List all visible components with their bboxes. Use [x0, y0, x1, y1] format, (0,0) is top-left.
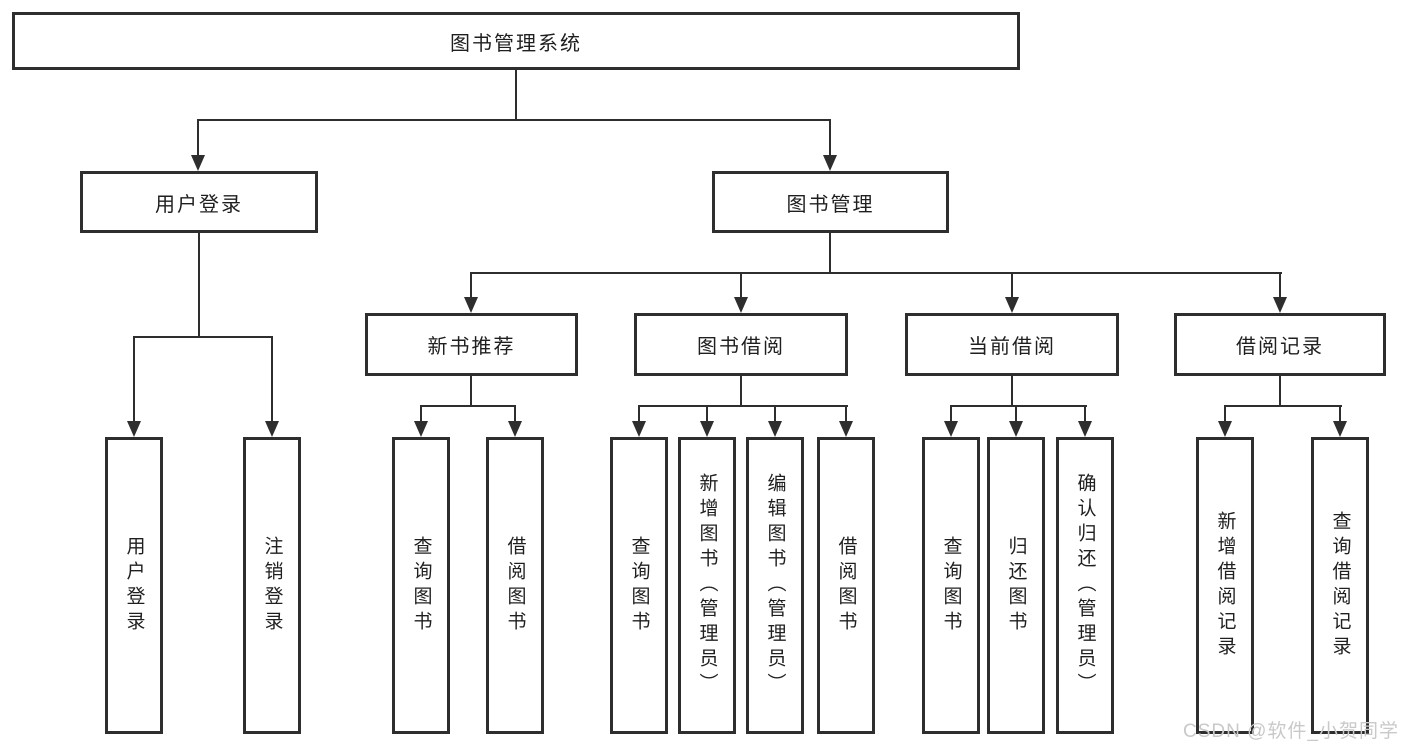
arrowhead-to-book-borrow	[734, 297, 748, 313]
leaf-borrow-edit-book-label: 编辑图书（管理员）	[764, 473, 786, 698]
arrowhead-to-leaf-bb-edit	[768, 421, 782, 437]
leaf-borrow-edit-book: 编辑图书（管理员）	[746, 437, 804, 734]
node-root-system-label: 图书管理系统	[450, 32, 582, 55]
arrowhead-to-leaf-br-add	[1218, 421, 1232, 437]
node-user-login: 用户登录	[80, 171, 318, 233]
connector-to-leaf-user-login	[133, 336, 135, 424]
arrowhead-to-leaf-cb-confirm	[1078, 421, 1092, 437]
arrowhead-to-leaf-cb-query	[944, 421, 958, 437]
connector-to-leaf-cb-confirm	[1084, 405, 1086, 424]
arrowhead-to-leaf-bb-borrow	[839, 421, 853, 437]
leaf-borrow-borrow-book: 借阅图书	[817, 437, 875, 734]
node-book-management: 图书管理	[712, 171, 949, 233]
connector-to-leaf-bb-add	[706, 405, 708, 424]
leaf-records-query-record: 查询借阅记录	[1311, 437, 1369, 734]
node-current-borrow-label: 当前借阅	[968, 336, 1056, 358]
leaf-borrow-add-book-label: 新增图书（管理员）	[696, 473, 718, 698]
leaf-borrow-add-book: 新增图书（管理员）	[678, 437, 736, 734]
connector-to-leaf-rec-borrow	[514, 405, 516, 424]
arrowhead-to-book-management	[823, 155, 837, 171]
node-book-management-label: 图书管理	[786, 193, 875, 216]
arrowhead-to-leaf-cb-return	[1009, 421, 1023, 437]
connector-bookmgmt-rail	[470, 272, 1282, 274]
node-borrow-records-label: 借阅记录	[1236, 336, 1324, 358]
connector-recommend-rail	[420, 405, 516, 407]
connector-root-to-bookmgmt	[829, 119, 831, 157]
connector-to-leaf-bb-edit	[774, 405, 776, 424]
arrowhead-to-leaf-br-query	[1333, 421, 1347, 437]
leaf-records-add-record: 新增借阅记录	[1196, 437, 1254, 734]
leaf-recommend-query-book-label: 查询图书	[410, 535, 432, 636]
node-root-system: 图书管理系统	[12, 12, 1020, 70]
connector-bookborrow-rail	[638, 405, 848, 407]
connector-to-borrow-records	[1279, 272, 1281, 301]
connector-root-to-userlogin	[197, 119, 199, 157]
leaf-logout: 注销登录	[243, 437, 301, 734]
connector-bookmgmt-stem	[829, 233, 831, 274]
leaf-recommend-borrow-book-label: 借阅图书	[504, 535, 526, 636]
connector-records-rail	[1224, 405, 1342, 407]
connector-currentborrow-rail	[950, 405, 1087, 407]
csdn-watermark: CSDN @软件_小贺同学	[1183, 721, 1399, 742]
leaf-current-query-book: 查询图书	[922, 437, 980, 734]
leaf-borrow-query-book: 查询图书	[610, 437, 668, 734]
node-new-book-recommend-label: 新书推荐	[427, 336, 516, 358]
arrowhead-to-leaf-user-login	[127, 421, 141, 437]
connector-to-current-borrow	[1011, 272, 1013, 301]
arrowhead-to-leaf-bb-add	[700, 421, 714, 437]
connector-userlogin-rail	[133, 336, 273, 338]
leaf-borrow-query-book-label: 查询图书	[628, 535, 650, 636]
connector-to-leaf-bb-borrow	[845, 405, 847, 424]
leaf-current-query-book-label: 查询图书	[940, 535, 962, 636]
arrowhead-to-borrow-records	[1273, 297, 1287, 313]
leaf-recommend-borrow-book: 借阅图书	[486, 437, 544, 734]
leaf-user-login: 用户登录	[105, 437, 163, 734]
arrowhead-to-new-book-recommend	[464, 297, 478, 313]
connector-recommend-stem	[470, 376, 472, 407]
leaf-records-add-record-label: 新增借阅记录	[1214, 510, 1236, 661]
connector-to-book-borrow	[740, 272, 742, 301]
node-new-book-recommend: 新书推荐	[365, 313, 578, 376]
connector-bookborrow-stem	[740, 376, 742, 407]
leaf-current-confirm-return: 确认归还（管理员）	[1056, 437, 1114, 734]
node-current-borrow: 当前借阅	[905, 313, 1119, 376]
connector-to-leaf-bb-query	[638, 405, 640, 424]
leaf-user-login-label: 用户登录	[123, 535, 145, 636]
node-borrow-records: 借阅记录	[1174, 313, 1386, 376]
leaf-recommend-query-book: 查询图书	[392, 437, 450, 734]
leaf-current-confirm-return-label: 确认归还（管理员）	[1074, 473, 1096, 698]
leaf-logout-label: 注销登录	[261, 535, 283, 636]
arrowhead-to-leaf-bb-query	[632, 421, 646, 437]
leaf-current-return-book: 归还图书	[987, 437, 1045, 734]
leaf-current-return-book-label: 归还图书	[1005, 535, 1027, 636]
node-book-borrow: 图书借阅	[634, 313, 848, 376]
connector-to-leaf-cb-return	[1015, 405, 1017, 424]
arrowhead-to-leaf-rec-query	[414, 421, 428, 437]
leaf-records-query-record-label: 查询借阅记录	[1329, 510, 1351, 661]
connector-to-new-book-recommend	[470, 272, 472, 301]
connector-userlogin-stem	[198, 233, 200, 338]
arrowhead-to-user-login	[191, 155, 205, 171]
connector-to-leaf-cb-query	[950, 405, 952, 424]
connector-records-stem	[1279, 376, 1281, 407]
connector-to-leaf-logout	[271, 336, 273, 424]
connector-to-leaf-rec-query	[420, 405, 422, 424]
connector-root-stem	[515, 70, 517, 121]
leaf-borrow-borrow-book-label: 借阅图书	[835, 535, 857, 636]
connector-root-rail	[197, 119, 831, 121]
arrowhead-to-leaf-rec-borrow	[508, 421, 522, 437]
arrowhead-to-current-borrow	[1005, 297, 1019, 313]
connector-to-leaf-br-query	[1339, 405, 1341, 424]
connector-to-leaf-br-add	[1224, 405, 1226, 424]
connector-currentborrow-stem	[1011, 376, 1013, 407]
arrowhead-to-leaf-logout	[265, 421, 279, 437]
node-book-borrow-label: 图书借阅	[697, 336, 785, 358]
node-user-login-label: 用户登录	[155, 193, 243, 216]
